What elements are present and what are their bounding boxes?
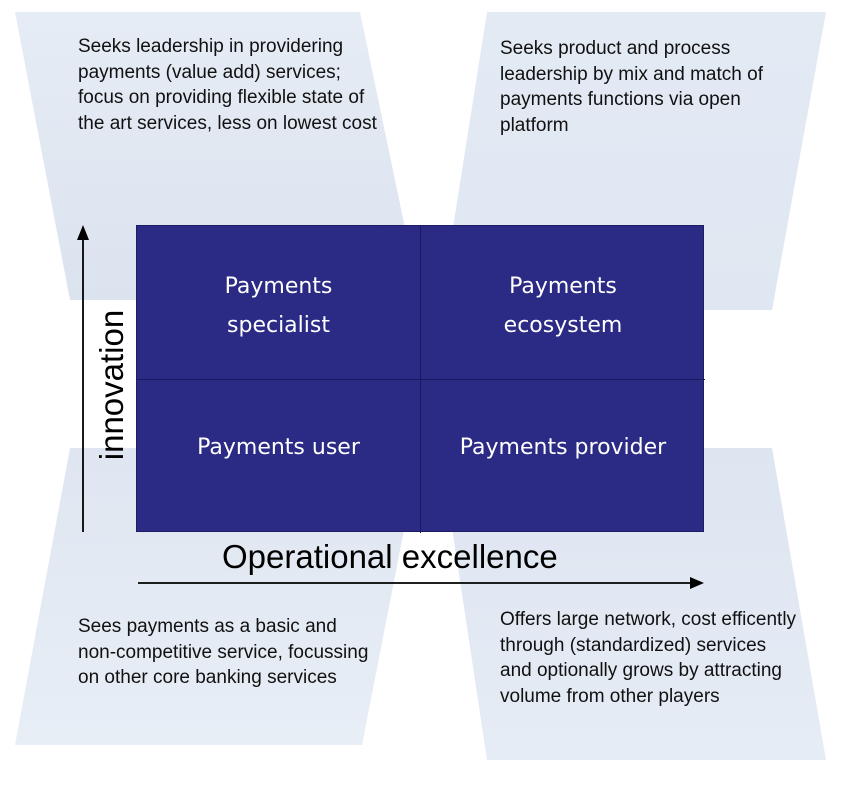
quadrant-payments-provider: Payments provider [421, 380, 705, 533]
quadrant-payments-specialist: Payments specialist [137, 226, 421, 380]
x-axis-label: Operational excellence [222, 538, 558, 575]
quadrant-label: Payments ecosystem [503, 273, 623, 338]
description-bottom-right: Offers large network, cost efficently th… [500, 609, 797, 707]
y-axis-arrow [77, 225, 89, 532]
y-axis-label: innovation [93, 309, 130, 461]
quadrant-payments-user: Payments user [137, 380, 421, 533]
quadrant-label: Payments provider [459, 435, 667, 460]
quadrant-payments-ecosystem: Payments ecosystem [421, 226, 705, 380]
quadrant-label: Payments user [197, 435, 360, 460]
description-bottom-left: Sees payments as a basic and non-competi… [78, 616, 369, 688]
description-top-right: Seeks product and process leadership by … [500, 38, 763, 136]
quadrant-label: Payments specialist [224, 273, 333, 338]
quadrant-matrix: Payments specialist Payments ecosystem P… [136, 225, 705, 533]
x-axis-arrow [138, 577, 704, 589]
description-top-left: Seeks leadership in providering payments… [78, 36, 377, 134]
